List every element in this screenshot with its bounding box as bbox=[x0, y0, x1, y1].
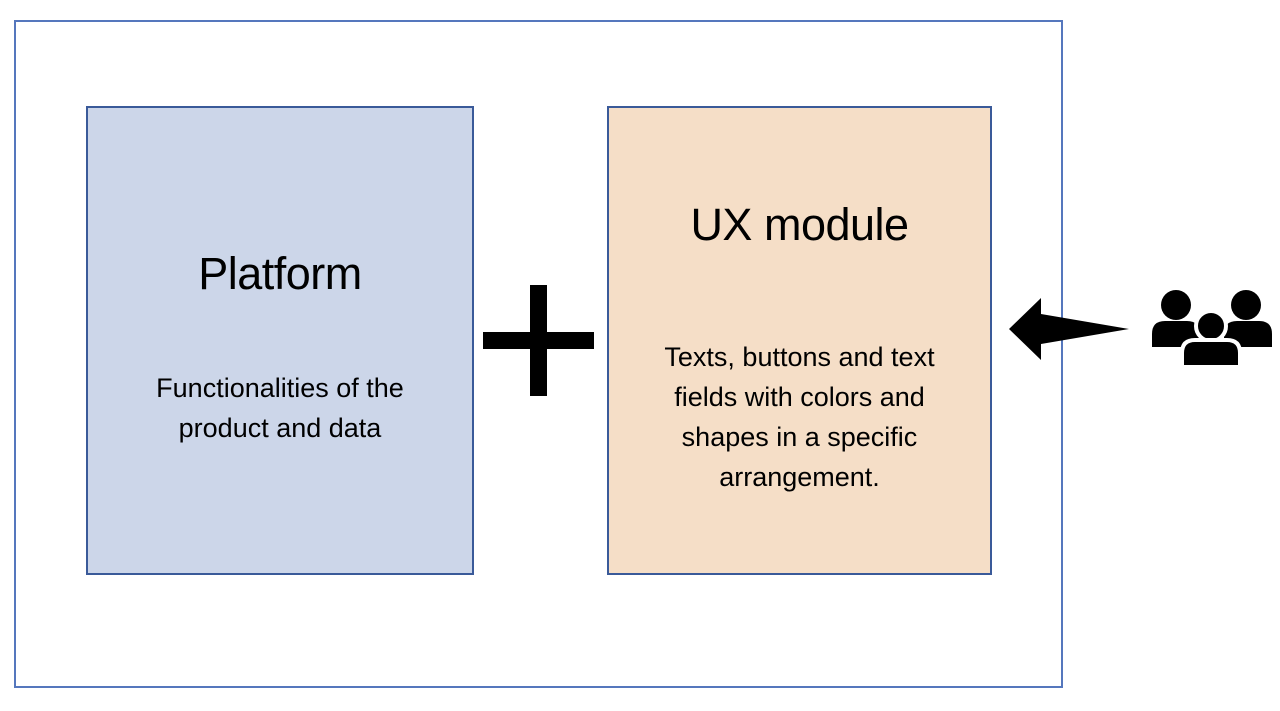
arrow-left-icon bbox=[1009, 298, 1129, 360]
ux-module-box: UX module Texts, buttons and text fields… bbox=[607, 106, 992, 575]
user-front-center bbox=[1180, 309, 1242, 369]
platform-title: Platform bbox=[198, 248, 362, 299]
plus-icon bbox=[483, 285, 594, 396]
users-group-icon bbox=[1152, 290, 1272, 369]
ux-module-description: Texts, buttons and text fields with colo… bbox=[664, 342, 935, 492]
outer-frame bbox=[14, 20, 1063, 688]
ux-module-title: UX module bbox=[690, 199, 909, 250]
platform-description: Functionalities of the product and data bbox=[156, 373, 404, 443]
plus-horizontal-bar bbox=[483, 332, 594, 349]
platform-box: Platform Functionalities of the product … bbox=[86, 106, 474, 575]
